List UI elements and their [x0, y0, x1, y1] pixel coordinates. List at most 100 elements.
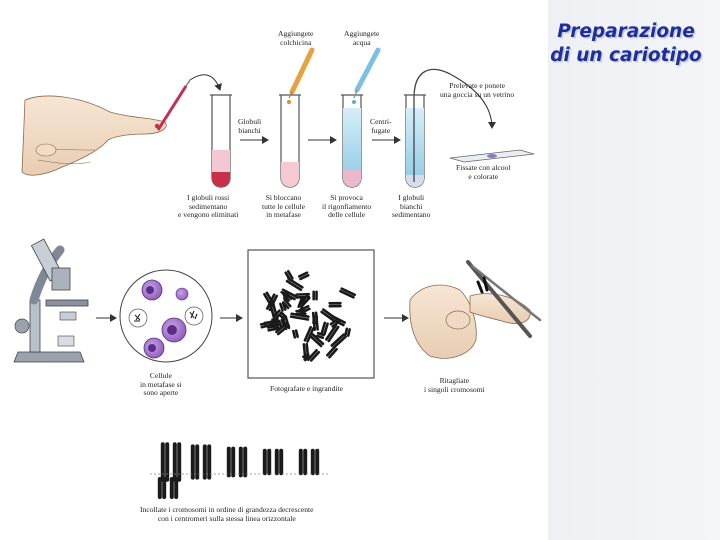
chromosome [160, 442, 170, 482]
chromosome [295, 292, 311, 299]
chromosome [330, 333, 347, 349]
label-white-cells: Globuli bianchi [238, 117, 262, 135]
chromosome [297, 271, 310, 281]
karyogram [157, 442, 320, 499]
label-line: sono aperte [143, 388, 179, 398]
label-line: Ritagliate [439, 376, 470, 385]
label-line: il rigonfiamento [322, 201, 372, 211]
arrow-hand-to-tube [189, 74, 222, 91]
label-add-water: Aggiungete acqua [344, 29, 380, 47]
label-line: bianchi [400, 201, 423, 211]
label-block-cells: Si bloccano tutte le cellule in metafase [262, 193, 306, 220]
label-line: tutte le cellule [262, 201, 306, 211]
label-line: Si bloccano [265, 193, 302, 202]
chromosome [297, 295, 307, 310]
label-line: delle cellule [328, 210, 366, 220]
microscope-illustration [13, 238, 89, 363]
label-line: Incollate i cromosomi in ordine di grand… [140, 505, 314, 514]
chromosome [310, 448, 320, 476]
label-line: Prelevate e ponete [449, 81, 505, 90]
label-line: Si provoca [330, 193, 363, 202]
label-line: i singoli cromosomi [424, 384, 485, 394]
chromosome [202, 444, 212, 480]
metaphase-spread [259, 270, 356, 362]
label-line: I globuli [398, 193, 425, 202]
label-line: in metafase [266, 210, 301, 220]
chromosome [309, 333, 325, 348]
label-line: in metafase si [140, 379, 182, 389]
chromosome [279, 301, 287, 312]
chromosome-photo [247, 249, 375, 379]
chromosome [238, 446, 248, 478]
label-line: Centri- [370, 117, 392, 126]
label-line: Fissate con alcool [456, 163, 511, 172]
chromosome [302, 353, 311, 361]
chromosome [315, 331, 325, 340]
label-fix-stain: Fissate con alcool e colorate [456, 163, 511, 181]
label-line: con i centromeri sulla stessa linea oriz… [157, 513, 296, 523]
tube-1 [210, 94, 232, 188]
chromosome [263, 291, 275, 307]
title-line-1: Preparazione [557, 21, 695, 42]
chromosome [269, 303, 279, 322]
tube-4 [404, 68, 451, 188]
label-line: e colorate [468, 171, 499, 181]
chromosome [320, 321, 329, 336]
label-line: sedimentano [392, 210, 431, 220]
label-centrifuge: Centri- fugate [370, 117, 392, 135]
label-line: sedimentano [188, 201, 228, 211]
label-line: I globuli rossi [187, 193, 230, 202]
label-line: acqua [352, 37, 371, 47]
glass-slide [449, 149, 535, 163]
chromosome [312, 290, 318, 301]
label-cut-out: Ritagliate i singoli cromosomi [424, 376, 485, 394]
chromosome [339, 287, 356, 299]
label-line: Aggiungete [344, 29, 380, 38]
cutting-illustration [409, 260, 542, 359]
label-line: Fotografate e ingrandite [270, 384, 343, 393]
chromosome [292, 329, 299, 339]
chromosome [190, 444, 200, 480]
chromosome [285, 277, 304, 292]
label-line: fugate [371, 125, 391, 135]
label-cells-open: Cellule in metafase si sono aperte [140, 371, 182, 398]
microscope-field [119, 269, 213, 363]
label-white-sediment: I globuli bianchi sedimentano [392, 193, 431, 220]
label-line: Cellule [149, 371, 172, 380]
title-line-2: di un cariotipo [550, 45, 702, 66]
chromosome [303, 325, 315, 343]
chromosome [325, 324, 340, 343]
finger-prick-illustration [21, 79, 191, 176]
label-line: una goccia su un vetrino [440, 89, 515, 99]
chromosome [329, 317, 341, 328]
label-glue: Incollate i cromosomi in ordine di grand… [140, 505, 314, 523]
chromosome [283, 291, 289, 301]
side-panel [548, 0, 720, 540]
chromosome [274, 448, 284, 476]
label-red-cells: I globuli rossi sedimentano e vengono el… [178, 193, 239, 220]
chromosome [262, 448, 272, 476]
chromosome [289, 312, 310, 321]
chromosome [157, 477, 167, 499]
tube-2 [279, 47, 315, 188]
chromosome [312, 315, 319, 325]
arrow-to-slide [449, 73, 496, 129]
label-line: Aggiungete [278, 29, 314, 38]
chromosome [172, 442, 182, 482]
label-line: Globuli [238, 117, 262, 126]
chromosome [259, 318, 279, 329]
label-swelling: Si provoca il rigonfiamento delle cellul… [322, 193, 372, 220]
chromosome [281, 315, 291, 330]
slide-title: Preparazione di un cariotipo [536, 20, 716, 68]
label-line: e vengono eliminati [178, 210, 239, 220]
tube-3 [341, 47, 381, 188]
label-photographed: Fotografate e ingrandite [270, 384, 343, 394]
chromosome [169, 477, 179, 499]
chromosome [328, 301, 342, 308]
label-add-colchicine: Aggiungete colchicina [278, 29, 314, 47]
chromosome [226, 446, 236, 478]
chromosome [320, 308, 336, 322]
